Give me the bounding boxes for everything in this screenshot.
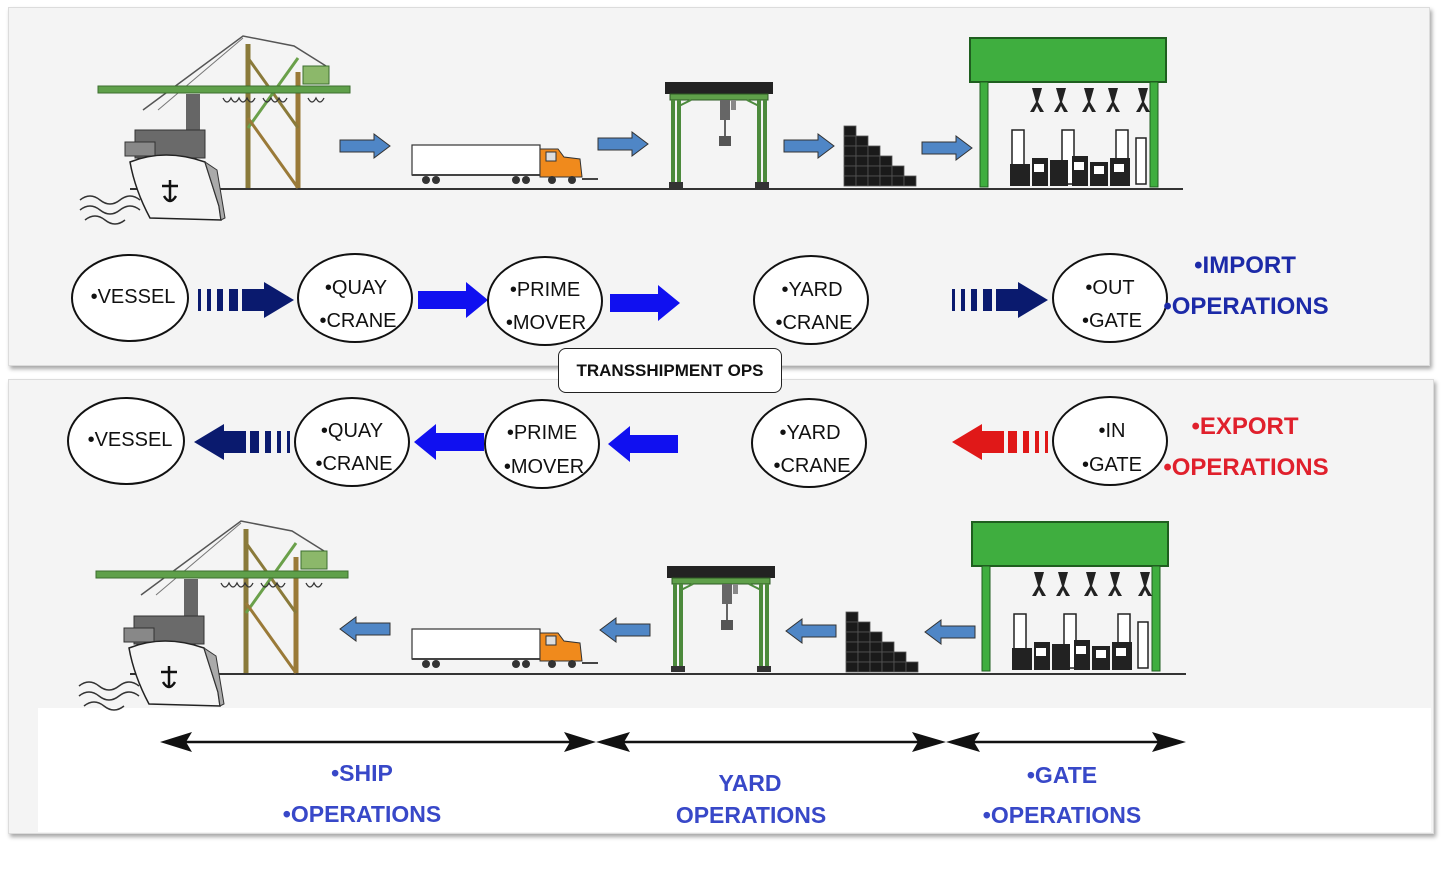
- export-illustration: [77, 521, 1186, 712]
- export-node-prime-label: •PRIME: [507, 422, 577, 444]
- import-node-gate-label: •GATE: [1082, 310, 1142, 332]
- blue-arrow-left-icon: [608, 426, 678, 462]
- import-node-mover-label: •MOVER: [506, 312, 586, 334]
- yard-ops-label-1: YARD: [718, 770, 781, 796]
- vessel-icon: [77, 614, 226, 712]
- import-node-crane-label: •CRANE: [319, 310, 396, 332]
- arrow-left-icon: [785, 618, 837, 644]
- export-flow: •VESSEL •QUAY •CRANE •PRIME •MOVER •YARD…: [67, 396, 1329, 489]
- export-node-prime-mover: [484, 399, 600, 489]
- yard-crane-icon: [663, 80, 775, 190]
- yard-ops-label-2: OPERATIONS: [676, 802, 826, 828]
- blue-arrow-icon: [610, 285, 680, 321]
- transshipment-ops-box: TRANSSHIPMENT OPS: [558, 348, 782, 393]
- export-operations-label: •OPERATIONS: [1163, 454, 1328, 481]
- import-node-out-label: •OUT: [1085, 277, 1134, 299]
- export-node-crane2-label: •CRANE: [773, 455, 850, 477]
- container-stack-icon: [843, 125, 917, 187]
- arrow-right-icon: [597, 131, 649, 157]
- yard-crane-icon: [665, 564, 777, 674]
- gate-ops-label-1: •GATE: [1027, 762, 1097, 788]
- blue-arrow-icon: [418, 282, 488, 318]
- import-label: •IMPORT: [1194, 252, 1296, 279]
- operations-strip: [38, 708, 1431, 832]
- export-node-gate-label: •GATE: [1082, 454, 1142, 476]
- import-node-out-gate: [1052, 253, 1168, 343]
- import-node-quay-crane: [297, 253, 413, 343]
- truck-icon: [411, 628, 599, 669]
- vessel-icon: [78, 128, 227, 226]
- export-node-yard-crane: [751, 398, 867, 488]
- import-node-vessel-label: •VESSEL: [91, 286, 176, 308]
- import-node-prime-label: •PRIME: [510, 279, 580, 301]
- export-node-in-gate: [1052, 396, 1168, 486]
- import-node-crane2-label: •CRANE: [775, 312, 852, 334]
- export-node-in-label: •IN: [1098, 420, 1125, 442]
- striped-arrow-icon: [198, 282, 294, 318]
- import-operations-label: •OPERATIONS: [1163, 293, 1328, 320]
- container-stack-icon: [845, 611, 919, 673]
- import-flow: •VESSEL •QUAY •CRANE •PRIME •MOVER •YARD…: [71, 252, 1329, 346]
- arrow-right-icon: [783, 133, 835, 159]
- gate-ops-span: [946, 732, 1186, 752]
- operation-spans: [160, 732, 1186, 752]
- export-node-quay-label: •QUAY: [321, 420, 383, 442]
- export-node-mover-label: •MOVER: [504, 456, 584, 478]
- import-node-vessel: [71, 254, 189, 342]
- arrow-left-icon: [339, 616, 391, 642]
- blue-arrow-left-icon: [414, 424, 484, 460]
- import-node-prime-mover: [487, 256, 603, 346]
- gate-icon: [971, 521, 1169, 672]
- import-illustration: [78, 36, 1183, 226]
- arrow-left-icon: [924, 619, 976, 645]
- truck-icon: [411, 144, 599, 185]
- export-node-yard-label: •YARD: [779, 422, 840, 444]
- export-node-vessel: [67, 397, 185, 485]
- striped-arrow-left-icon: [194, 424, 290, 460]
- yard-ops-span: [596, 732, 946, 752]
- ship-ops-label-1: •SHIP: [331, 760, 393, 786]
- ship-ops-span: [160, 732, 596, 752]
- ship-ops-label-2: •OPERATIONS: [283, 801, 441, 827]
- export-node-vessel-label: •VESSEL: [88, 429, 173, 451]
- gate-ops-label-2: •OPERATIONS: [983, 802, 1141, 828]
- arrow-right-icon: [921, 135, 973, 161]
- red-arrow-left-icon: [952, 424, 1048, 460]
- import-node-quay-label: •QUAY: [325, 277, 387, 299]
- striped-arrow-icon: [952, 282, 1048, 318]
- arrow-right-icon: [339, 133, 391, 159]
- export-node-quay-crane: [294, 397, 410, 487]
- export-label: •EXPORT: [1191, 413, 1298, 440]
- import-node-yard-label: •YARD: [781, 279, 842, 301]
- export-node-crane-label: •CRANE: [315, 453, 392, 475]
- import-node-yard-crane: [753, 255, 869, 345]
- arrow-left-icon: [599, 617, 651, 643]
- gate-icon: [969, 37, 1167, 188]
